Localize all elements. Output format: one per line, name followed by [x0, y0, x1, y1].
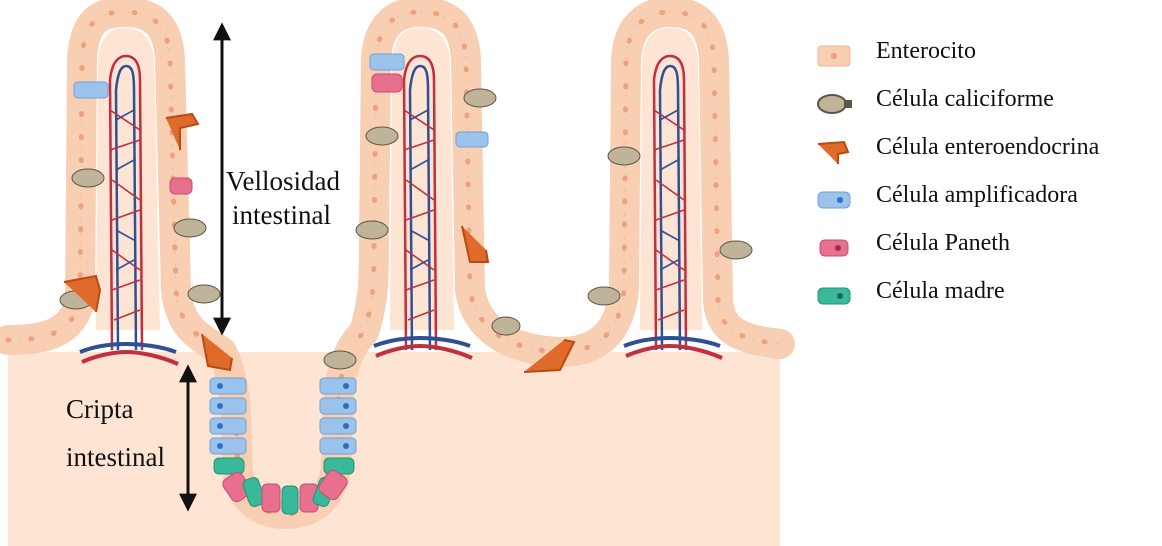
legend-label: Célula caliciforme	[876, 86, 1054, 113]
legend-label: Célula enteroendocrina	[876, 134, 1099, 161]
villus-label-line1: Vellosidad	[226, 166, 340, 196]
legend-item-amplifying: Célula amplificadora	[810, 180, 1162, 228]
legend-item-stem: Célula madre	[810, 276, 1162, 324]
legend-label: Célula madre	[876, 278, 1005, 305]
legend-label: Célula amplificadora	[876, 182, 1078, 209]
legend-item-enterocyte: Enterocito	[810, 36, 1162, 84]
enterocyte-cell-icon	[814, 44, 854, 68]
legend-item-paneth: Célula Paneth	[810, 228, 1162, 276]
legend: Enterocito Célula caliciforme Célula ent…	[810, 36, 1162, 324]
crypt-label-line2: intestinal	[66, 442, 165, 472]
crypt-label-line1: Cripta	[66, 394, 134, 424]
legend-item-goblet: Célula caliciforme	[810, 84, 1162, 132]
paneth-cell-icon	[814, 236, 854, 260]
stem-cell-icon	[814, 284, 854, 308]
legend-label: Enterocito	[876, 38, 976, 65]
villus-label-line2: intestinal	[232, 200, 331, 230]
legend-item-enteroendocrine: Célula enteroendocrina	[810, 132, 1162, 180]
legend-label: Célula Paneth	[876, 230, 1010, 257]
goblet-cell-icon	[814, 92, 854, 116]
transit-amplifying-cell-icon	[814, 188, 854, 212]
enteroendocrine-cell-icon	[814, 140, 854, 164]
